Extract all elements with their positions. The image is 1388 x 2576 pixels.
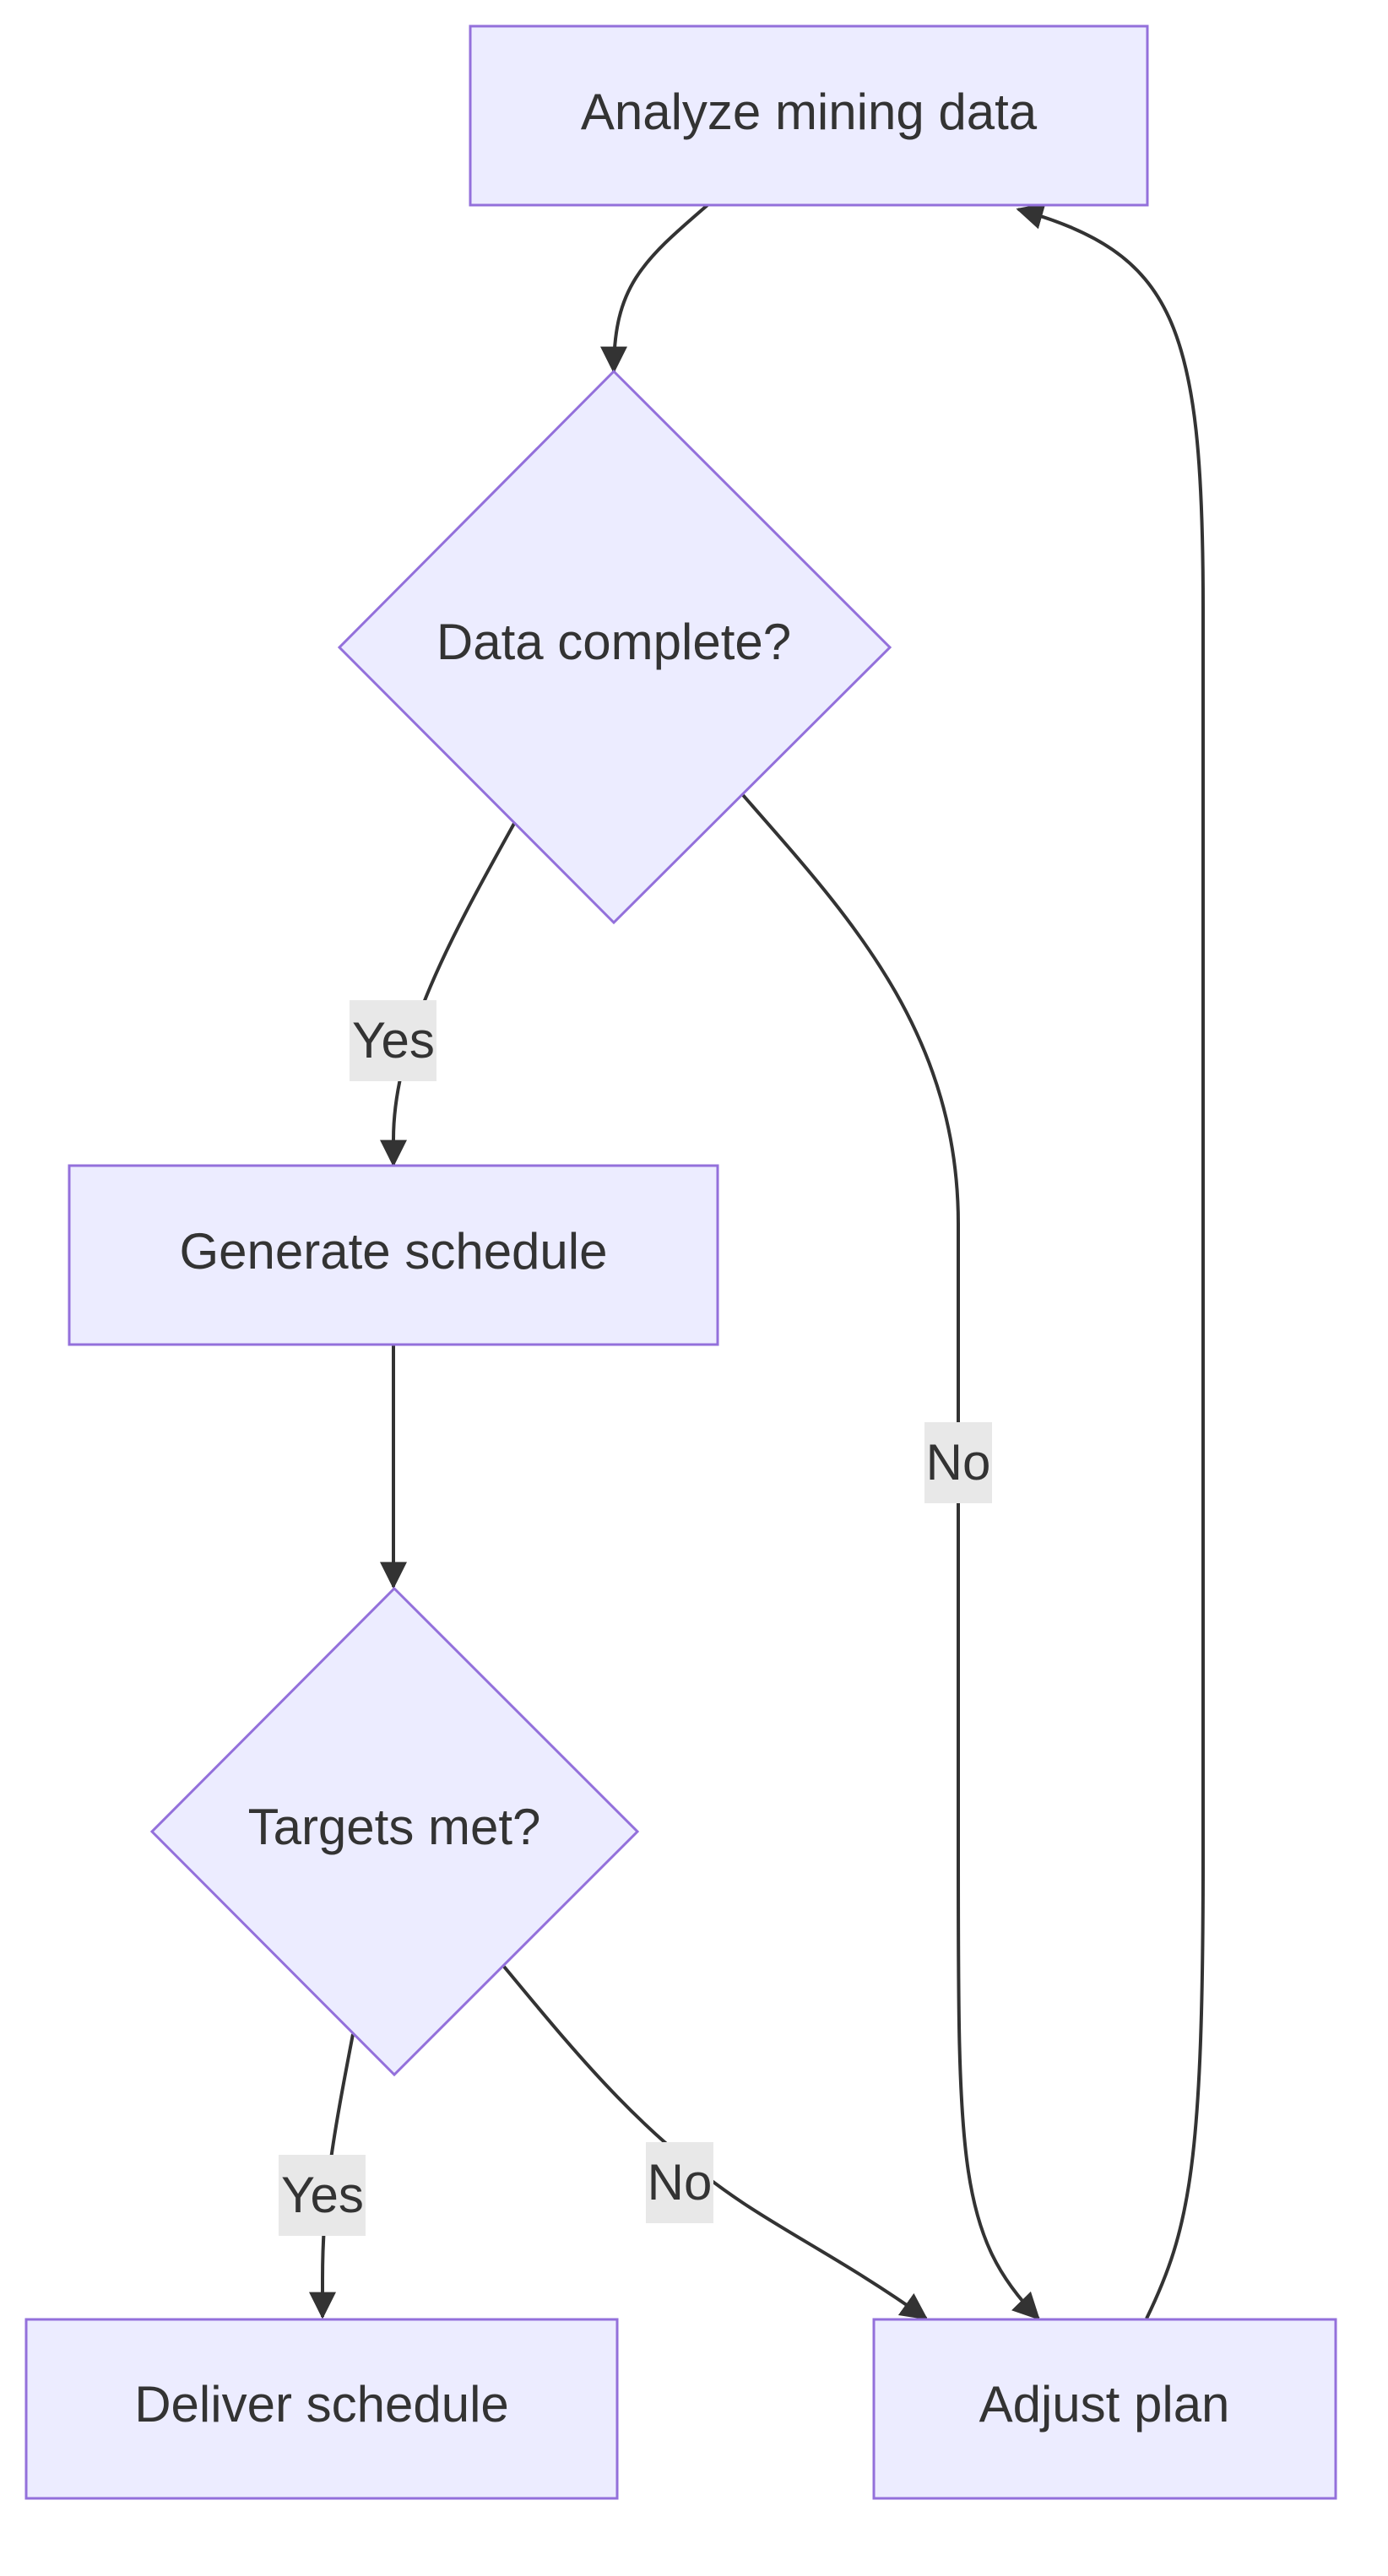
edge-labels: Yes No Yes No	[279, 1000, 992, 2236]
edge-label-targets-met-no: No	[646, 2142, 713, 2223]
node-data-complete-decision: Data complete?	[337, 369, 892, 925]
nodes: Analyze mining data Data complete? Gener…	[24, 24, 1337, 2500]
edge-label-text: Yes	[281, 2167, 364, 2223]
node-label: Adjust plan	[979, 2376, 1230, 2433]
edge-label-text: No	[648, 2154, 713, 2211]
node-deliver-schedule: Deliver schedule	[24, 2318, 619, 2500]
edge-label-targets-met-yes: Yes	[279, 2155, 366, 2236]
edge-data-complete-no	[741, 793, 1040, 2320]
node-label: Data complete?	[436, 614, 791, 670]
node-label: Generate schedule	[179, 1223, 607, 1280]
node-generate-schedule: Generate schedule	[68, 1164, 719, 1346]
edge-data-complete-yes	[380, 820, 518, 1167]
node-targets-met-decision: Targets met?	[149, 1586, 640, 2077]
edge-adjust-to-analyze	[1016, 203, 1205, 2319]
node-adjust-plan: Adjust plan	[872, 2318, 1337, 2500]
edge-label-text: No	[926, 1434, 991, 1491]
edge-targets-met-no	[502, 1965, 929, 2320]
edge-label-data-complete-yes: Yes	[350, 1000, 436, 1081]
node-label: Targets met?	[248, 1799, 541, 1855]
node-label: Deliver schedule	[134, 2376, 509, 2433]
node-label: Analyze mining data	[581, 84, 1038, 140]
node-analyze-mining-data: Analyze mining data	[469, 24, 1149, 207]
edge-analyze-to-data-complete	[600, 203, 709, 374]
edge-label-text: Yes	[352, 1012, 435, 1069]
edge-label-data-complete-no: No	[924, 1422, 992, 1503]
